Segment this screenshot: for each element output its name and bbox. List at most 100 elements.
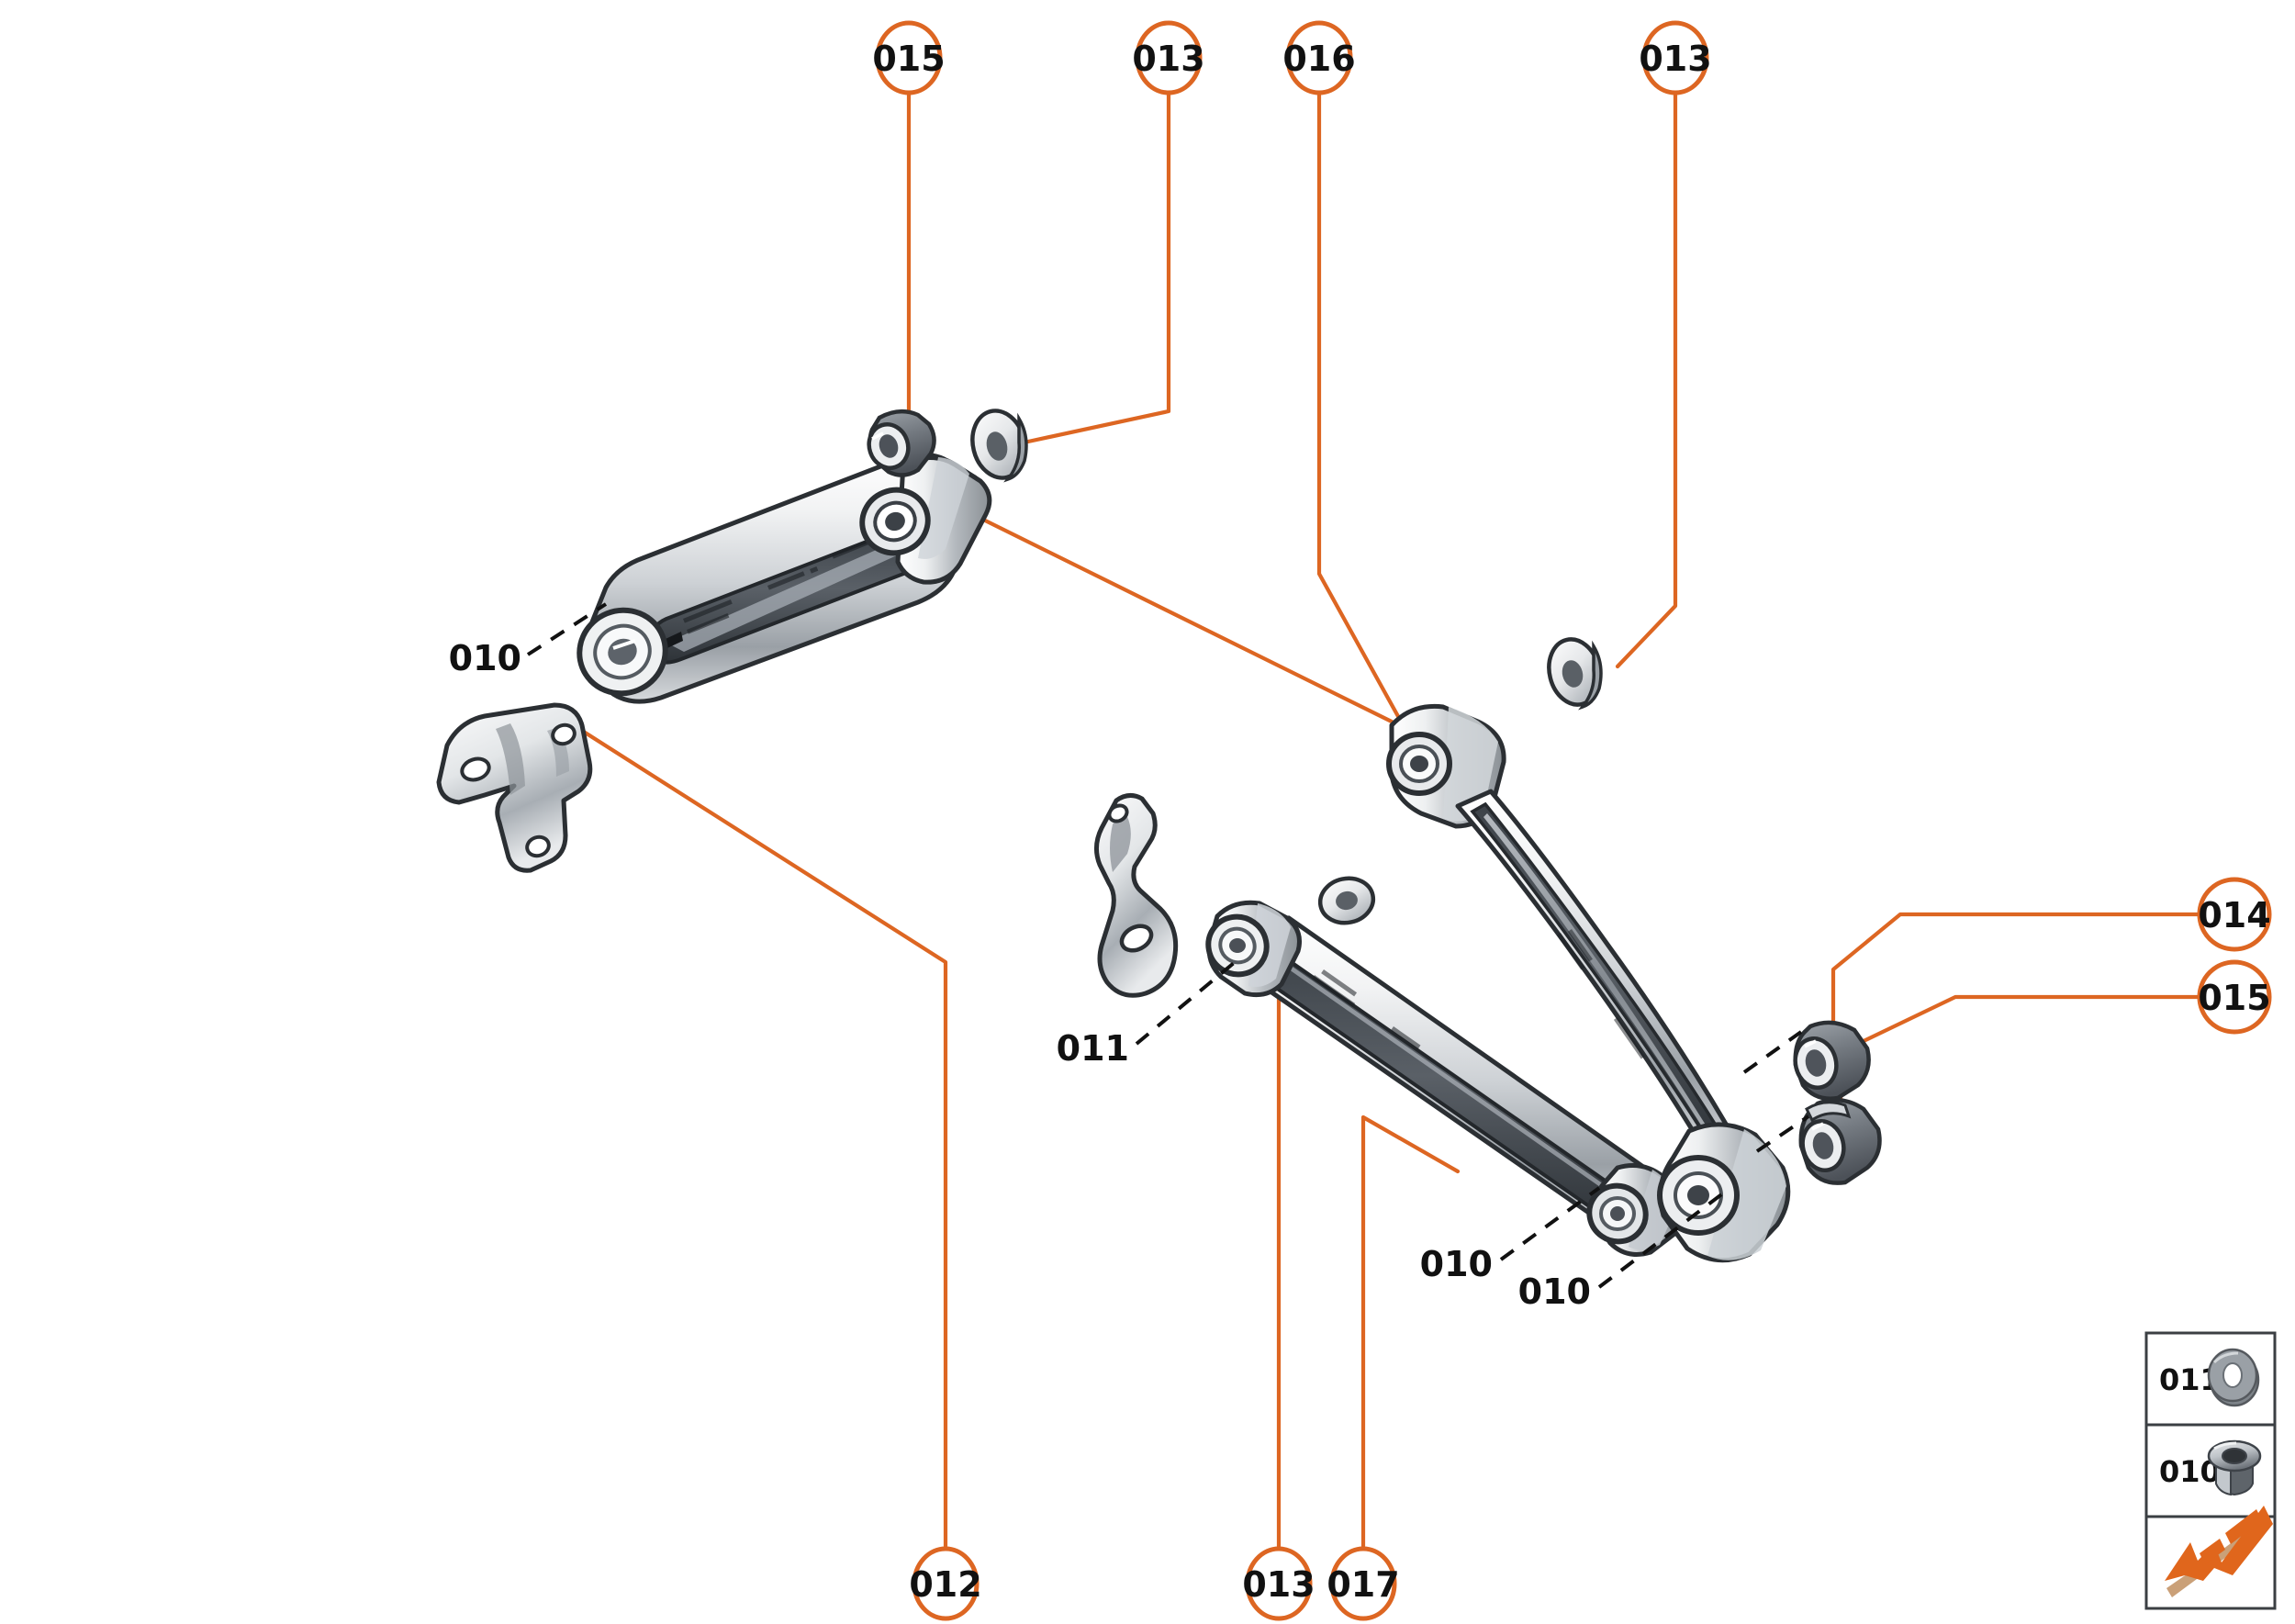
- callout-014-right[interactable]: 014: [2197, 877, 2272, 952]
- bushing-015-upper-highlight: [871, 431, 884, 441]
- bushing-015-upper-bore: [879, 434, 899, 458]
- washer-013-lower[interactable]: [1316, 873, 1378, 927]
- leader-line-016-branch: [966, 510, 1407, 731]
- flange-nut-icon: [2207, 1439, 2262, 1496]
- leader-line-013-top: [1025, 90, 1171, 444]
- callout-012-bottom-ring: [912, 1546, 980, 1621]
- bracket-012-hole-top: [551, 722, 577, 746]
- lower-arm-017-eye-left-bore: [1229, 938, 1246, 953]
- leader-line-015-right: [1838, 994, 2202, 1110]
- bushing-015-right[interactable]: [1797, 1097, 1882, 1185]
- clamp-011-hole-top: [1107, 803, 1129, 823]
- washer-013-mid-right-bore: [1562, 660, 1584, 688]
- leader-line-016-top: [1316, 90, 1407, 731]
- bushing-014[interactable]: [1790, 1020, 1871, 1101]
- washer-013-mid-right[interactable]: [1542, 634, 1606, 711]
- upper-control-arm[interactable]: [567, 453, 992, 706]
- clamp-011-hole-bottom: [1119, 924, 1154, 953]
- clamp-011-body: [1094, 793, 1179, 998]
- callout-015-right-ring: [2197, 959, 2272, 1035]
- callout-015-right[interactable]: 015: [2197, 959, 2272, 1035]
- ref-dash-010-d: [1742, 1030, 1803, 1074]
- callout-017-bottom[interactable]: 017: [1327, 1546, 1400, 1621]
- long-arm-016-eye-top-bore: [1410, 756, 1428, 772]
- ref-label-010-long-arm: 010: [1518, 1271, 1591, 1312]
- callout-017-bottom-ring: [1329, 1546, 1397, 1621]
- long-arm-016-stamping: [1556, 929, 1645, 1059]
- trailing-link-arm-016[interactable]: [1386, 703, 1791, 1263]
- ref-dash-010-a: [526, 602, 608, 656]
- callout-013-bottom-label: 013: [1242, 1564, 1315, 1605]
- callout-015-top[interactable]: 015: [872, 20, 946, 95]
- washer-icon: [2207, 1348, 2260, 1407]
- legend-row-arrow[interactable]: [2165, 1506, 2273, 1597]
- callout-016-top-label: 016: [1282, 39, 1355, 79]
- callout-016-top[interactable]: 016: [1282, 20, 1356, 95]
- callout-013-top-label: 013: [1132, 39, 1204, 79]
- lower-arm-017-channel: [1251, 950, 1642, 1228]
- callout-012-bottom[interactable]: 012: [909, 1546, 982, 1621]
- ref-dash-010-e: [1755, 1114, 1810, 1153]
- washer-013-upper-left-rim: [1003, 412, 1028, 483]
- ref-label-010-upper-arm: 010: [449, 638, 521, 678]
- washer-013-upper-left[interactable]: [966, 405, 1032, 483]
- callout-014-right-label: 014: [2198, 895, 2270, 935]
- long-arm-016-eye-bottom-bore: [1687, 1185, 1709, 1205]
- leader-line-012-bottom: [574, 724, 948, 1551]
- callout-013-top-right[interactable]: 013: [1639, 20, 1712, 95]
- legend-panel[interactable]: 011 010: [2144, 1331, 2277, 1610]
- bushing-015-right-bore: [1812, 1132, 1834, 1159]
- upper-arm-plate: [666, 544, 907, 652]
- upper-arm-eye-left-highlight: [612, 639, 636, 650]
- callout-014-right-ring: [2197, 877, 2272, 952]
- bushing-015-right-flange: [1805, 1101, 1852, 1123]
- leader-lines: [574, 90, 2202, 1551]
- callout-016-top-ring: [1285, 20, 1353, 95]
- ref-label-011-clamp: 011: [1057, 1028, 1129, 1069]
- callout-015-top-label: 015: [872, 39, 945, 79]
- lower-arm-017-plate: [1283, 960, 1630, 1208]
- long-arm-016-boss-bottom-facet: [1707, 1129, 1786, 1260]
- callout-013-top[interactable]: 013: [1132, 20, 1205, 95]
- lower-arm-017-eye-right-bore: [1610, 1206, 1625, 1221]
- callout-013-top-ring: [1135, 20, 1203, 95]
- bushing-014-highlight: [1804, 1039, 1817, 1048]
- long-arm-016-stripe: [1483, 813, 1718, 1146]
- upper-arm-eye-right-bore: [885, 511, 905, 532]
- legend-row-011[interactable]: 011: [2159, 1348, 2260, 1407]
- bushing-014-bore: [1805, 1049, 1827, 1077]
- legend-row-010[interactable]: 010: [2159, 1439, 2262, 1496]
- lower-arm-017-stamping: [1312, 969, 1421, 1049]
- callout-013-top-right-ring: [1641, 20, 1709, 95]
- ref-dash-010-b: [1499, 1186, 1601, 1261]
- callout-bubbles: 015 013 016 013 014 015: [872, 20, 2272, 1621]
- washer-013-lower-bore: [1336, 890, 1358, 911]
- upper-arm-boss-facet: [918, 457, 969, 559]
- leader-line-014-right: [1830, 912, 2202, 1033]
- washer-013-upper-left-bore: [986, 431, 1008, 461]
- bracket-012-rib: [496, 723, 525, 795]
- washer-013-mid-right-rim: [1578, 640, 1603, 711]
- upper-arm-eye-left-bore: [608, 638, 637, 666]
- callout-015-right-label: 015: [2198, 978, 2270, 1018]
- leader-line-013-top-right: [1615, 90, 1678, 669]
- orange-arrow-icon: [2165, 1506, 2273, 1597]
- bushing-015-right-highlight: [1811, 1122, 1824, 1131]
- clamp-011-shade: [1110, 808, 1131, 872]
- bracket-012-hole-bottom: [525, 834, 551, 858]
- callout-017-bottom-label: 017: [1327, 1564, 1399, 1605]
- bushing-015-upper[interactable]: [864, 409, 936, 477]
- bracket-012-hole-left: [460, 756, 491, 782]
- callout-013-top-right-label: 013: [1639, 39, 1711, 79]
- retaining-clamp-011[interactable]: [1094, 793, 1179, 998]
- ref-label-010-lower-arm: 010: [1420, 1244, 1493, 1284]
- ref-dash-011: [1135, 957, 1241, 1046]
- callout-013-bottom[interactable]: 013: [1242, 1546, 1315, 1621]
- leader-line-017-bottom: [1360, 1114, 1461, 1551]
- mounting-bracket-012[interactable]: [436, 702, 593, 873]
- callout-012-bottom-label: 012: [909, 1564, 981, 1605]
- callout-015-top-ring: [875, 20, 943, 95]
- leader-line-013-bottom: [1240, 935, 1282, 1551]
